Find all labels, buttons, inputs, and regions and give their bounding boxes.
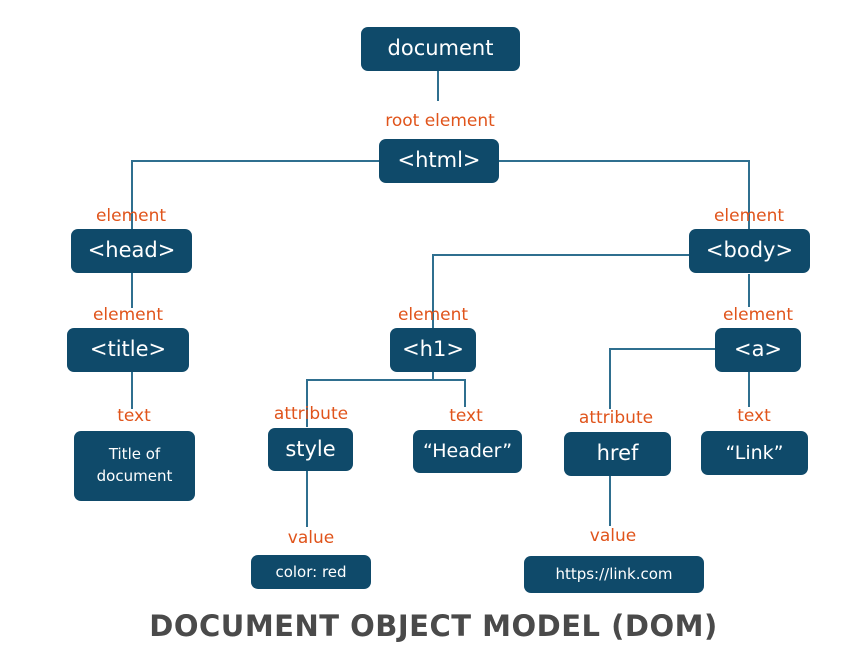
node-style-value: color: red — [251, 555, 371, 589]
label-root-element: root element — [385, 111, 495, 131]
label-href-attribute: attribute — [578, 408, 654, 428]
label-href-value: value — [589, 526, 637, 546]
connector-h1-header — [432, 372, 466, 407]
node-header-text: “Header” — [413, 430, 522, 473]
label-body-element: element — [713, 206, 785, 226]
label-style-attribute: attribute — [273, 404, 349, 424]
connector-html-body — [497, 160, 750, 230]
label-link-text: text — [737, 406, 771, 426]
label-style-value: value — [287, 528, 335, 548]
node-document: document — [361, 27, 520, 71]
node-body: <body> — [689, 229, 810, 273]
node-html: <html> — [379, 139, 499, 183]
diagram-caption: DOCUMENT OBJECT MODEL (DOM) — [149, 609, 718, 643]
node-head: <head> — [71, 229, 192, 273]
label-header-text: text — [449, 406, 483, 426]
connector-a-href — [609, 348, 718, 409]
title-text-line2: document — [96, 467, 173, 485]
node-a: <a> — [715, 328, 801, 372]
node-href: href — [564, 432, 671, 476]
node-h1: <h1> — [390, 328, 476, 372]
connector-body-h1 — [432, 254, 690, 328]
node-title-text: Title of document — [74, 431, 195, 501]
label-title-text: text — [117, 406, 151, 426]
label-h1-element: element — [397, 305, 469, 325]
node-style: style — [268, 428, 353, 471]
node-link-text: “Link” — [701, 431, 808, 475]
label-head-element: element — [95, 206, 167, 226]
node-href-value: https://link.com — [524, 556, 704, 593]
title-text-line1: Title of — [108, 445, 161, 464]
connector-html-head — [131, 160, 380, 230]
label-title-element: element — [92, 305, 164, 325]
node-title: <title> — [67, 328, 189, 372]
label-a-element: element — [722, 305, 794, 325]
